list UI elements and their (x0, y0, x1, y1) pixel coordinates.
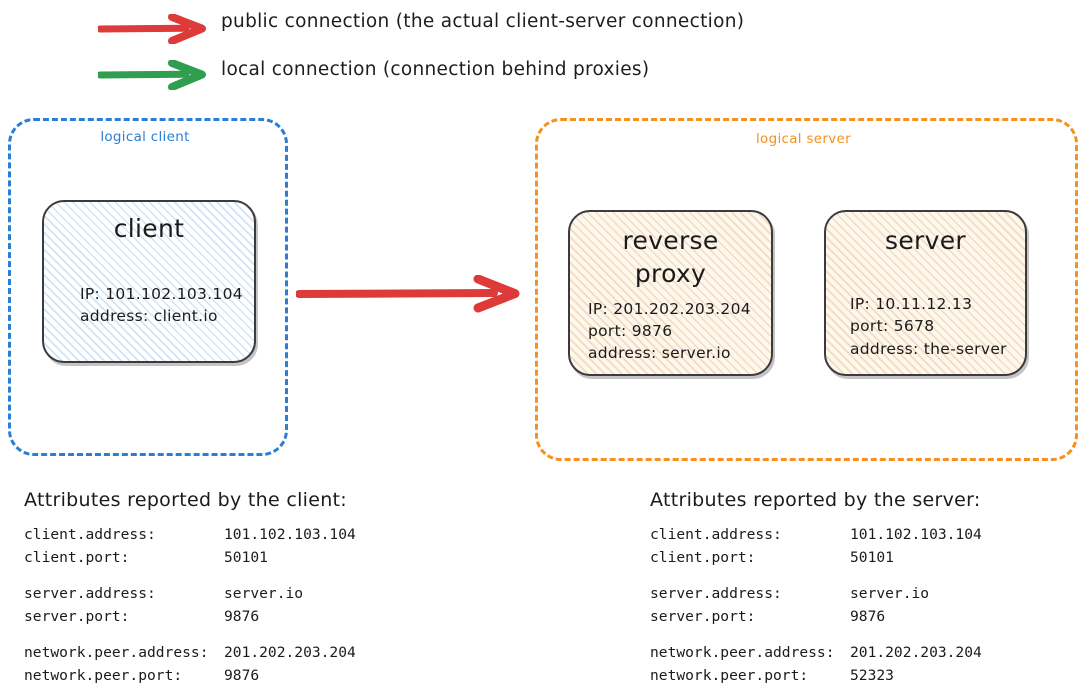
node-reverse-proxy-line-port: port: 9876 (588, 321, 673, 340)
node-client[interactable]: client IP: 101.102.103.104 address: clie… (42, 200, 256, 363)
node-client-line-ip: IP: 101.102.103.104 (80, 285, 243, 304)
table-row: server.address: server.io (650, 583, 982, 606)
attributes-server-heading: Attributes reported by the server: (650, 489, 981, 511)
table-row: server.address: server.io (24, 583, 356, 606)
table-row: server.port: 9876 (650, 606, 982, 629)
attribute-key: network.peer.port: (24, 667, 183, 685)
logical-server-label: logical server (755, 131, 851, 147)
node-reverse-proxy-line-address: address: server.io (588, 343, 731, 362)
attribute-value: 50101 (224, 548, 268, 566)
table-row: client.address: 101.102.103.104 (24, 524, 356, 547)
attribute-key: server.port: (650, 607, 756, 625)
logical-client-label: logical client (100, 129, 190, 145)
attribute-key: network.peer.port: (650, 667, 809, 685)
attribute-key: client.port: (24, 548, 130, 566)
table-row-spacer (650, 628, 982, 642)
table-row: network.peer.port: 9876 (24, 665, 356, 688)
attribute-value: 9876 (850, 607, 886, 625)
attributes-client-heading: Attributes reported by the client: (24, 489, 348, 511)
node-server-title: server (885, 226, 966, 255)
attribute-value: 52323 (850, 667, 894, 685)
attribute-key: network.peer.address: (24, 644, 209, 662)
logical-server-container (535, 118, 1078, 461)
table-row: network.peer.port: 52323 (650, 665, 982, 688)
node-server-line-address: address: the-server (850, 339, 1007, 358)
node-server-details: IP: 10.11.12.13 port: 5678 address: the-… (850, 293, 1025, 359)
node-server-line-port: port: 5678 (850, 317, 935, 336)
node-reverse-proxy[interactable]: reverse proxy IP: 201.202.203.204 port: … (568, 210, 773, 376)
red-arrow-icon (98, 14, 206, 44)
attribute-value: server.io (224, 585, 304, 603)
node-client-line-address: address: client.io (80, 307, 218, 326)
attribute-value: 201.202.203.204 (224, 644, 356, 662)
attribute-value: 9876 (224, 667, 260, 685)
table-row: client.port: 50101 (650, 547, 982, 570)
table-row: client.address: 101.102.103.104 (650, 524, 982, 547)
attribute-key: server.port: (24, 607, 130, 625)
attribute-key: network.peer.address: (650, 644, 835, 662)
attribute-value: 9876 (224, 607, 260, 625)
attribute-value: 101.102.103.104 (850, 526, 982, 543)
attribute-value: 201.202.203.204 (850, 644, 982, 662)
attribute-value: 50101 (850, 548, 894, 566)
logical-client-container (8, 118, 288, 456)
table-row-spacer (24, 569, 356, 583)
attribute-key: server.address: (650, 585, 782, 603)
table-row: client.port: 50101 (24, 547, 356, 570)
attribute-value: server.io (850, 585, 930, 603)
node-reverse-proxy-line-ip: IP: 201.202.203.204 (588, 299, 751, 318)
node-reverse-proxy-details: IP: 201.202.203.204 port: 9876 address: … (588, 298, 771, 364)
node-reverse-proxy-title-line1: reverse (622, 226, 719, 255)
attributes-server-rows: client.address: 101.102.103.104 client.por… (650, 524, 982, 688)
node-client-title: client (113, 214, 185, 243)
node-server[interactable]: server IP: 10.11.12.13 port: 5678 addres… (824, 210, 1027, 376)
table-row-spacer (650, 569, 982, 583)
public-connection-arrow-icon (296, 275, 520, 313)
legend-label-local: local connection (connection behind prox… (221, 59, 650, 80)
attribute-key: client.address: (24, 526, 156, 543)
node-reverse-proxy-title: reverse proxy (570, 224, 771, 291)
legend-label-public: public connection (the actual client-ser… (221, 11, 745, 32)
green-arrow-icon (98, 60, 206, 90)
table-row-spacer (24, 628, 356, 642)
attributes-client-rows: client.address: 101.102.103.104 client.por… (24, 524, 356, 688)
attributes-server-table: client.address: 101.102.103.104 client.por… (650, 524, 982, 688)
attribute-value: 101.102.103.104 (224, 526, 356, 543)
attribute-key: client.port: (650, 548, 756, 566)
node-server-line-ip: IP: 10.11.12.13 (850, 295, 973, 314)
attribute-key: server.address: (24, 585, 156, 603)
table-row: server.port: 9876 (24, 606, 356, 629)
node-reverse-proxy-title-line2: proxy (634, 259, 707, 289)
attributes-client-table: client.address: 101.102.103.104 client.por… (24, 524, 356, 688)
table-row: network.peer.address: 201.202.203.204 (24, 642, 356, 665)
table-row: network.peer.address: 201.202.203.204 (650, 642, 982, 665)
attribute-key: client.address: (650, 526, 782, 543)
node-client-details: IP: 101.102.103.104 address: client.io (80, 283, 254, 327)
